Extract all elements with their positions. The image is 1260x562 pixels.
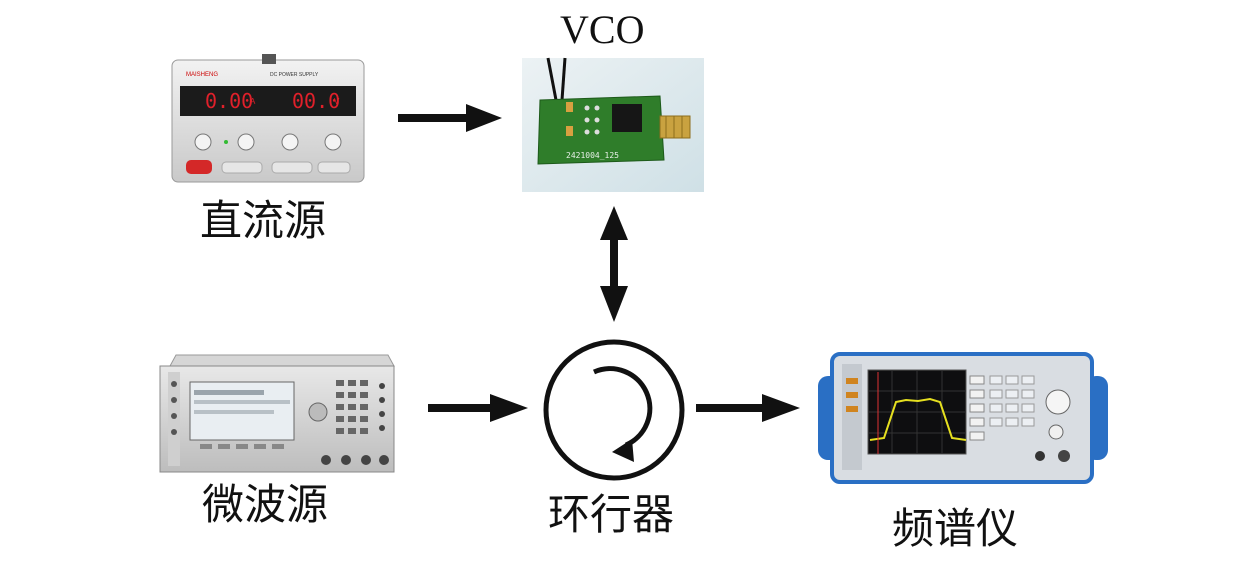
microwave-source-label: 微波源: [202, 480, 329, 529]
dc-brand-text: MAISHENG: [186, 72, 218, 78]
microwave-source-image: [159, 354, 395, 473]
dc-current-unit: A: [250, 97, 256, 106]
dc-current-readout: 0.00: [205, 89, 253, 113]
dc-source-label: 直流源: [200, 196, 327, 245]
circulator-label: 环行器: [548, 490, 675, 539]
spectrum-analyzer-image: [818, 352, 1108, 484]
dc-voltage-readout: 00.0: [292, 89, 340, 113]
vco-board-marking: 2421004_125: [566, 151, 619, 160]
circulator-symbol: [543, 339, 685, 481]
dc-power-supply-image: MAISHENG DC POWER SUPPLY 0.00 A 00.0 V: [171, 54, 365, 183]
arrow-vco-circulator-bidirectional: [600, 206, 628, 322]
vco-board-image: 2421004_125: [522, 57, 704, 192]
dc-panel-title: DC POWER SUPPLY: [270, 72, 319, 78]
spectrum-analyzer-label: 频谱仪: [892, 504, 1019, 553]
arrow-microwave-to-circulator: [428, 394, 528, 422]
dc-voltage-unit: V: [334, 97, 340, 106]
circulator-arrowhead: [612, 439, 634, 462]
arrow-dc-to-vco: [398, 104, 502, 132]
arrow-circulator-to-analyzer: [696, 394, 800, 422]
vco-label: VCO: [560, 7, 645, 52]
